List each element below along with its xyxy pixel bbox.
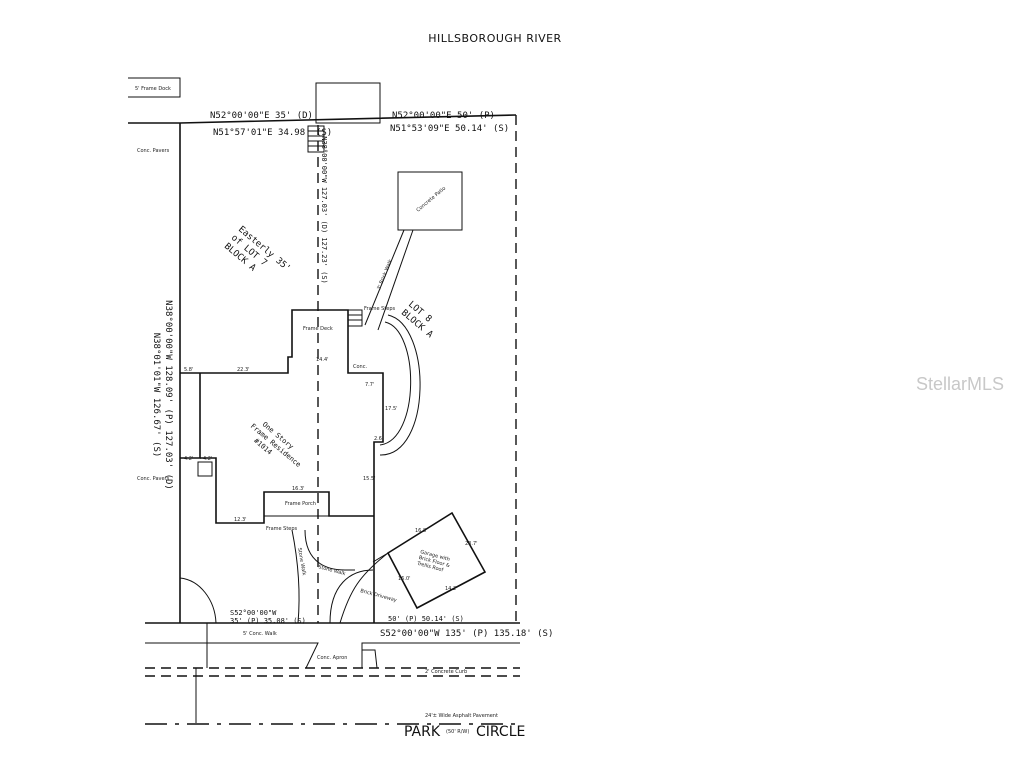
left-side-bearing: N38°00'00"W 128.09' (P) 127.03' (D) N38°… (151, 300, 173, 490)
watermark: StellarMLS (916, 374, 1004, 394)
conc-walk-label: 5' Conc. Walk (243, 631, 277, 637)
dim: 16.0' (398, 576, 411, 582)
dim: 15.5' (363, 476, 376, 482)
frame-steps-label-2: Frame Steps (266, 526, 298, 532)
bottom-left-dist: 35' (P) 35.08' (S) (230, 617, 306, 625)
conc-apron-label: Conc. Apron (317, 655, 347, 661)
street-row: (50' R/W) (446, 729, 469, 735)
river-title: HILLSBOROUGH RIVER (428, 32, 561, 45)
lot7-label: Easterly 35' of LOT 7 BLOCK A (222, 225, 292, 274)
conc-pavers-label: Conc. Pavers (137, 148, 170, 154)
dim: 14.4' (316, 357, 329, 363)
bottom-full-bearing: S52°00'00"W 135' (P) 135.18' (S) (380, 629, 553, 639)
frame-porch-label: Frame Porch (285, 501, 316, 507)
concrete-curb-label: 2' Concrete Curb (425, 669, 467, 675)
dim: 12.3' (234, 517, 247, 523)
street-name-right: CIRCLE (476, 724, 525, 740)
top-right-plat: N52°00'00"E 50' (P) (392, 111, 495, 121)
stone-walk-label-2: Stone Walk (317, 564, 346, 577)
dim: 4.2' (203, 456, 212, 462)
left-frame-dock: 5' Frame Dock (128, 77, 181, 98)
corner-arc (179, 577, 217, 624)
asphalt-label: 24'± Wide Asphalt Pavement (425, 713, 498, 719)
bottom-left-bearing: S52°00'00"W (230, 609, 277, 617)
dim: 5.8' (184, 367, 193, 373)
top-left-survey: N51°57'01"E 34.98' (S) (213, 128, 332, 138)
river-dock (315, 82, 381, 124)
dim: 7.7' (365, 382, 374, 388)
curved-walk (379, 321, 412, 446)
dim: 17.5' (385, 406, 398, 412)
brick-driveway-label: Brick Driveway (359, 588, 397, 604)
frame-steps-label: Frame Steps (364, 306, 396, 312)
center-line-bearing: N38°00'00"W 127.03' (D) 127.23' (S) (320, 136, 328, 284)
street-name-left: PARK (404, 724, 441, 740)
svg-text:N38°00'00"W 128.09' (P) 127.03: N38°00'00"W 128.09' (P) 127.03' (D) (163, 300, 173, 490)
top-right-survey: N51°53'09"E 50.14' (S) (390, 124, 509, 134)
street (145, 623, 520, 725)
residence-footprint (180, 309, 384, 623)
dock-stairs (307, 125, 325, 153)
brick-walk-label: 3' Brick Walk (376, 259, 394, 291)
svg-text:N38°00'00"W 127.03' (D) 127.23: N38°00'00"W 127.03' (D) 127.23' (S) (320, 136, 328, 284)
top-left-deed: N52°00'00"E 35' (D) (210, 111, 313, 121)
brick-walk (364, 229, 405, 326)
dim: 4.2' (184, 456, 193, 462)
conc-label: Conc. (353, 364, 367, 370)
concrete-patio: Concrete Patio (397, 171, 463, 231)
bottom-right-dist: 50' (P) 50.14' (S) (388, 615, 464, 623)
frame-deck-label: Frame Deck (303, 326, 333, 332)
stone-walk (291, 529, 300, 624)
residence-label: One Story Frame Residence #1014 (249, 420, 303, 469)
conc-pavers-label-2: Conc. Pavers (137, 476, 170, 482)
dim: 16.8' (415, 528, 428, 534)
lot8-label: LOT 8 BLOCK A (399, 300, 435, 341)
stone-walk-label: Stone Walk (296, 547, 307, 576)
dim: 2.6' (374, 436, 383, 442)
dim: 23.7' (465, 541, 478, 547)
svg-text:N38°01'01"W 126.67' (S): N38°01'01"W 126.67' (S) (151, 333, 161, 458)
dim: 22.3' (237, 367, 250, 373)
garage: Garage with Brick Floor & Trellis Roof (372, 511, 487, 610)
svg-text:Concrete Patio: Concrete Patio (415, 186, 447, 214)
svg-text:5' Frame Dock: 5' Frame Dock (135, 86, 171, 92)
dim: 16.3' (292, 486, 305, 492)
